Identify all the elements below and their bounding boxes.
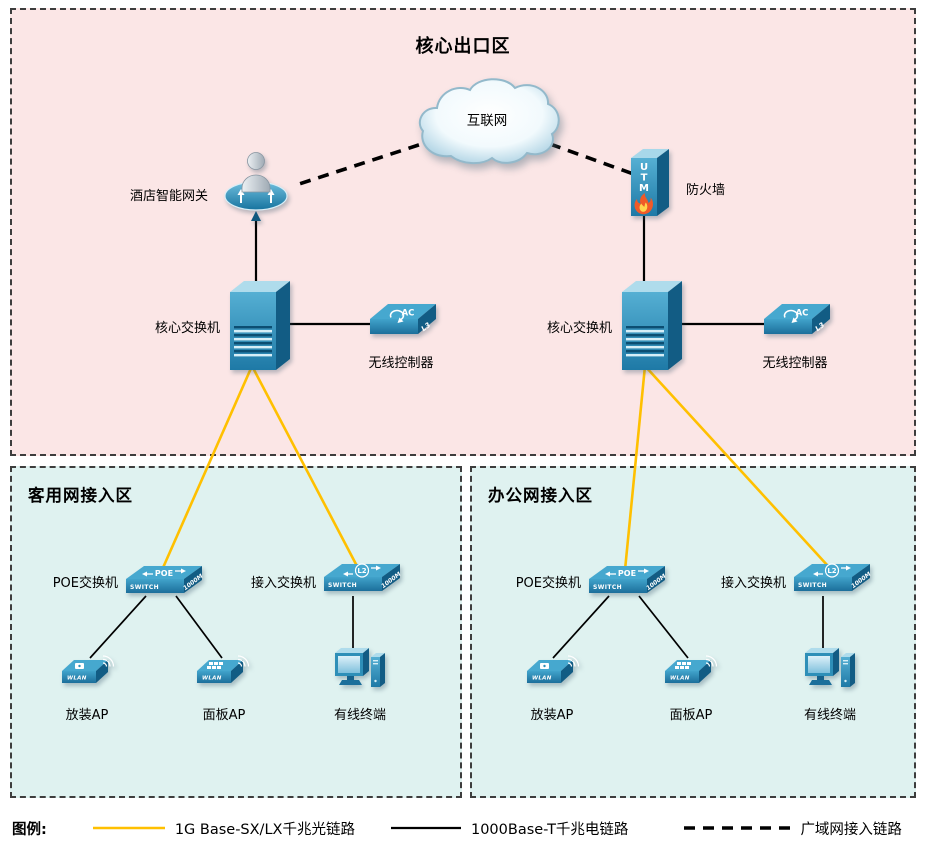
internet-cloud-icon: 互联网 [418, 78, 560, 164]
office-panel-ap-label: 面板AP [669, 708, 713, 723]
access-switch-icon: L2 SWITCH 1000M [324, 563, 402, 591]
gateway-node [216, 148, 296, 224]
office-fit-ap-label: 放装AP [530, 708, 574, 723]
switch-text: SWITCH [328, 582, 357, 589]
legend-copper-label: 1000Base-T千兆电链路 [470, 821, 629, 838]
legend-copper-line-sample [390, 826, 461, 830]
core-switch-icon [622, 281, 682, 370]
wlan-text: WLAN [202, 676, 222, 682]
up-arrow-icon [251, 211, 261, 221]
wlan-controller-right-node: AC L3 [760, 300, 832, 348]
panel-ap-icon: WLAN [197, 655, 250, 683]
wired-terminal-icon [805, 648, 855, 687]
wlan-controller-icon: AC L3 [370, 304, 436, 334]
office-access-switch-label: 接入交换机 [720, 576, 786, 591]
fit-ap-icon: WLAN [62, 655, 115, 683]
wlan-controller-left-label: 无线控制器 [368, 356, 434, 371]
switch-text: SWITCH [593, 584, 622, 591]
wlan-text: WLAN [67, 676, 87, 682]
circular-arrows-icon [389, 309, 405, 322]
legend-title: 图例: [12, 821, 47, 838]
guest-access-switch-node: L2 SWITCH 1000M [320, 560, 404, 604]
office-access-switch-node: L2 SWITCH 1000M [790, 560, 874, 604]
guest-wired-terminal-label: 有线终端 [333, 708, 386, 723]
guest-panel-ap-label: 面板AP [202, 708, 246, 723]
core-switch-left-node [228, 278, 292, 374]
zone-office-access-title: 办公网接入区 [488, 486, 593, 505]
legend-wan-line-sample [684, 826, 791, 830]
fit-ap-icon: WLAN [527, 655, 580, 683]
guest-fit-ap-label: 放装AP [65, 708, 109, 723]
wlan-text: WLAN [532, 676, 552, 682]
ac-text: AC [796, 309, 809, 319]
poe-text: POE [618, 569, 636, 578]
core-switch-right-node [620, 278, 684, 374]
poe-switch-icon: POE SWITCH 1000M [126, 566, 204, 593]
core-switch-left-label: 核心交换机 [154, 321, 220, 336]
ac-text: AC [402, 309, 415, 319]
guest-fit-ap-node: WLAN [58, 652, 116, 694]
wlan-controller-right-label: 无线控制器 [762, 356, 828, 371]
panel-ap-icon: WLAN [665, 655, 718, 683]
wlan-controller-left-node: AC L3 [366, 300, 438, 348]
internet-label: 互联网 [467, 113, 508, 129]
zone-guest-access-title: 客用网接入区 [28, 486, 133, 505]
l2-text: L2 [827, 567, 836, 575]
wlan-controller-icon: AC L3 [764, 304, 830, 334]
legend-fiber-line-sample [92, 826, 165, 830]
guest-poe-switch-node: POE SWITCH 1000M [122, 562, 206, 606]
guest-panel-ap-node: WLAN [193, 652, 251, 694]
switch-text: SWITCH [798, 582, 827, 589]
wireless-waves-icon [237, 655, 250, 667]
gateway-label: 酒店智能网关 [129, 189, 208, 204]
firewall-label: 防火墙 [686, 183, 726, 198]
office-panel-ap-node: WLAN [661, 652, 719, 694]
access-switch-icon: L2 SWITCH 1000M [794, 563, 872, 591]
circular-arrows-icon [783, 309, 799, 322]
zone-guest-access: 客用网接入区 [10, 466, 462, 798]
wired-terminal-icon [335, 648, 385, 687]
flame-icon [634, 193, 654, 215]
legend: 图例: 1G Base-SX/LX千兆光链路 1000Base-T千兆电链路 广… [12, 814, 902, 842]
office-wired-terminal-node [802, 645, 858, 703]
core-switch-icon [230, 281, 290, 370]
legend-fiber-label: 1G Base-SX/LX千兆光链路 [174, 821, 355, 838]
gateway-icon [224, 152, 288, 221]
office-poe-switch-label: POE交换机 [515, 576, 581, 591]
l2-text: L2 [357, 567, 366, 575]
guest-wired-terminal-node [332, 645, 388, 703]
guest-poe-switch-label: POE交换机 [52, 576, 118, 591]
office-fit-ap-node: WLAN [523, 652, 581, 694]
zone-core-exit-title: 核心出口区 [415, 36, 511, 57]
wireless-waves-icon [705, 655, 718, 667]
office-wired-terminal-label: 有线终端 [803, 708, 856, 723]
guest-access-switch-label: 接入交换机 [250, 576, 316, 591]
internet-cloud: 互联网 [413, 72, 563, 170]
zone-office-access: 办公网接入区 [470, 466, 916, 798]
poe-switch-icon: POE SWITCH 1000M [589, 566, 667, 593]
switch-text: SWITCH [130, 584, 159, 591]
core-switch-right-label: 核心交换机 [546, 321, 612, 336]
poe-text: POE [155, 569, 173, 578]
wlan-text: WLAN [670, 676, 690, 682]
legend-wan-label: 广域网接入链路 [800, 821, 902, 838]
office-poe-switch-node: POE SWITCH 1000M [585, 562, 669, 606]
